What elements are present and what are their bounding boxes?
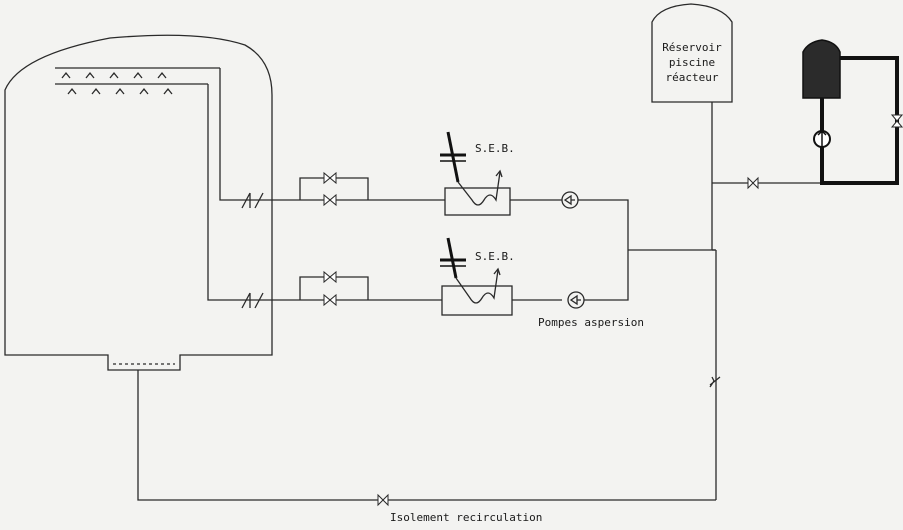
reservoir-label-1: Réservoir	[662, 41, 722, 54]
suction-header	[578, 199, 629, 301]
seb-label-upper: S.E.B.	[475, 142, 515, 155]
spray-ramp-upper	[55, 67, 220, 79]
seb-label-lower: S.E.B.	[475, 250, 515, 263]
isolation-label: Isolement recirculation	[390, 511, 542, 524]
pool-reservoir: Réservoir piscine réacteur	[651, 3, 733, 103]
pool-link-valve	[747, 176, 759, 190]
pumps-label: Pompes aspersion	[538, 316, 644, 329]
check-valve-upper	[241, 192, 264, 209]
recirc-line	[137, 370, 716, 501]
heat-exchanger-lower: S.E.B.	[440, 237, 515, 316]
pump-upper	[561, 191, 579, 209]
reservoir-label-2: piscine	[669, 56, 715, 69]
check-valve-lower	[241, 292, 264, 309]
reservoir-label-3: réacteur	[666, 71, 719, 84]
pipe-lower-outlet	[207, 84, 300, 301]
riser-check-valve	[709, 376, 721, 388]
lower-bypass-valves	[299, 270, 442, 307]
pump-lower	[567, 291, 585, 309]
pool-cooling-circuit	[802, 39, 903, 185]
containment-vessel	[4, 34, 273, 371]
spray-ramp-lower	[55, 83, 208, 95]
heat-exchanger-upper: S.E.B.	[440, 131, 515, 216]
pipe-upper-outlet	[219, 68, 300, 201]
recirc-isolation-valve	[377, 493, 389, 507]
upper-bypass-valves	[299, 171, 445, 207]
